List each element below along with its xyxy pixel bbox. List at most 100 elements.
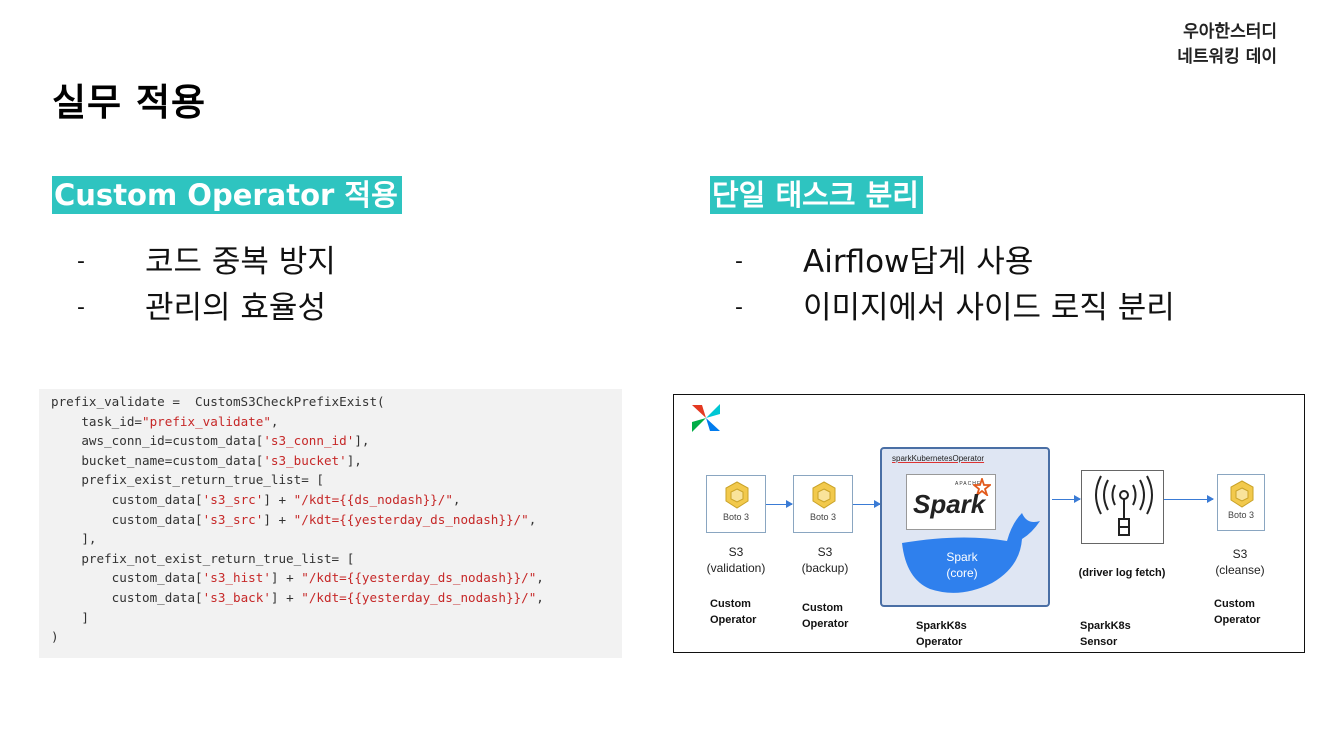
s3-label-line-2: (validation) <box>706 561 766 575</box>
bullet-marker: - <box>77 295 85 320</box>
code-text: ] + <box>263 511 294 527</box>
s3-cleanse-label: S3 (cleanse) <box>1195 546 1285 578</box>
code-text: prefix_not_exist_return_true_list= [ <box>51 550 355 566</box>
s3-validation-label: S3 (validation) <box>691 544 781 576</box>
code-text: ], <box>51 531 97 547</box>
label-line-1: Custom <box>802 602 843 614</box>
sparkk8s-sensor-label: SparkK8s Sensor <box>1080 618 1131 650</box>
flow-arrow-4 <box>1164 495 1214 503</box>
boto3-cube-icon <box>812 481 836 509</box>
label-line-1: Custom <box>1214 598 1255 610</box>
left-section-heading: Custom Operator 적용 <box>52 176 402 214</box>
code-string: 's3_bucket' <box>263 452 347 468</box>
code-text: task_id= <box>51 413 142 429</box>
boto3-label: Boto 3 <box>1227 510 1255 520</box>
spark-star-icon <box>973 478 991 496</box>
driver-log-box <box>1081 470 1164 544</box>
code-line: custom_data['s3_src'] + "/kdt={{ds_nodas… <box>51 490 622 510</box>
left-bullet-list: - 코드 중복 방지 -관리의 효율성 <box>77 239 336 331</box>
boto3-box-backup: Boto 3 <box>793 475 853 533</box>
code-line: ] <box>51 608 622 628</box>
code-text: , <box>536 589 544 605</box>
label-line-2: Operator <box>1214 614 1261 626</box>
code-line: aws_conn_id=custom_data['s3_conn_id'], <box>51 431 622 451</box>
spark-k8s-operator-box: sparkKubernetesOperator APACHE Spark Spa… <box>880 447 1050 607</box>
code-line: ) <box>51 627 622 647</box>
code-line: custom_data['s3_back'] + "/kdt={{yesterd… <box>51 588 622 608</box>
code-text: ] + <box>270 589 302 605</box>
code-text: custom_data[ <box>51 589 203 605</box>
code-text: aws_conn_id=custom_data[ <box>51 433 264 449</box>
code-string: 's3_back' <box>202 589 271 605</box>
s3-label-line-1: S3 <box>817 545 833 559</box>
k8s-operator-label: sparkKubernetesOperator <box>892 454 985 463</box>
custom-operator-label-2: Custom Operator <box>802 600 848 632</box>
code-text: , <box>452 491 461 507</box>
flow-arrow-2 <box>853 500 881 508</box>
label-line-2: Operator <box>916 636 963 648</box>
spark-logo-box: APACHE Spark <box>906 474 996 530</box>
spark-logo-apache: APACHE <box>955 481 982 487</box>
code-line: bucket_name=custom_data['s3_bucket'], <box>51 451 622 471</box>
bullet-marker: - <box>735 295 743 320</box>
bullet-text: Airflow답게 사용 <box>803 244 1034 280</box>
code-line: ], <box>51 529 622 549</box>
code-line: task_id="prefix_validate", <box>51 412 622 432</box>
spark-core-line-2: (core) <box>946 566 978 580</box>
spark-logo-text: Spark <box>913 489 986 519</box>
right-bullet-1: - Airflow답게 사용 <box>735 239 1175 285</box>
spark-core-label: Spark (core) <box>922 549 1002 581</box>
bullet-text: 코드 중복 방지 <box>145 244 336 280</box>
code-line: custom_data['s3_hist'] + "/kdt={{yesterd… <box>51 568 622 588</box>
code-text: ], <box>354 433 370 449</box>
code-text: prefix_validate = CustomS3CheckPrefixExi… <box>51 394 385 409</box>
antenna-signal-icon <box>1095 475 1153 536</box>
code-text: , <box>528 511 537 527</box>
custom-operator-label-1: Custom Operator <box>710 596 756 628</box>
boto3-label: Boto 3 <box>722 512 750 522</box>
code-text: ], <box>346 452 362 468</box>
bullet-text: 이미지에서 사이드 로직 분리 <box>803 290 1175 326</box>
label-line-2: Operator <box>802 618 849 630</box>
code-text: ] <box>51 609 89 625</box>
s3-label-line-1: S3 <box>1232 547 1248 561</box>
left-bullet-1: - 코드 중복 방지 <box>77 239 336 285</box>
bullet-marker: - <box>735 249 743 274</box>
s3-label-line-2: (cleanse) <box>1215 563 1265 577</box>
code-line: prefix_exist_return_true_list= [ <box>51 470 622 490</box>
driver-log-label: (driver log fetch) <box>1078 567 1166 579</box>
right-section-heading: 단일 태스크 분리 <box>710 176 923 214</box>
left-bullet-2: -관리의 효율성 <box>77 285 336 331</box>
code-string: "/kdt={{ds_nodash}}/" <box>293 491 453 507</box>
docker-whale-icon <box>902 513 1040 593</box>
s3-label-line-1: S3 <box>728 545 744 559</box>
bullet-marker: - <box>77 249 85 274</box>
flow-arrow-3 <box>1052 495 1081 503</box>
label-line-1: SparkK8s <box>916 620 967 632</box>
code-string: "/kdt={{yesterday_ds_nodash}}/" <box>301 589 537 605</box>
code-text: prefix_exist_return_true_list= [ <box>51 472 324 488</box>
code-line: prefix_not_exist_return_true_list= [ <box>51 549 622 569</box>
code-text: ] + <box>270 570 302 586</box>
code-text: ] + <box>263 491 294 507</box>
label-line-2: Sensor <box>1080 636 1118 648</box>
brand-line-2: 네트워킹 데이 <box>1177 47 1277 67</box>
code-line: custom_data['s3_src'] + "/kdt={{yesterda… <box>51 510 622 530</box>
spark-core-line-1: Spark <box>946 550 978 564</box>
page-title: 실무 적용 <box>52 81 207 124</box>
airflow-logo-icon <box>692 404 720 432</box>
s3-label-line-2: (backup) <box>801 561 849 575</box>
code-string: "/kdt={{yesterday_ds_nodash}}/" <box>293 511 529 527</box>
code-string: "prefix_validate" <box>142 413 271 429</box>
code-text: , <box>536 570 544 586</box>
code-text: custom_data[ <box>51 570 203 586</box>
custom-operator-label-3: Custom Operator <box>1214 596 1260 628</box>
code-string: 's3_conn_id' <box>263 433 355 449</box>
boto3-cube-icon <box>1230 480 1254 508</box>
s3-backup-label: S3 (backup) <box>780 544 870 576</box>
boto3-label: Boto 3 <box>809 512 837 522</box>
code-string: 's3_src' <box>202 511 264 527</box>
label-line-2: Operator <box>710 614 757 626</box>
sparkk8s-operator-label: SparkK8s Operator <box>916 618 967 650</box>
boto3-cube-icon <box>725 481 749 509</box>
